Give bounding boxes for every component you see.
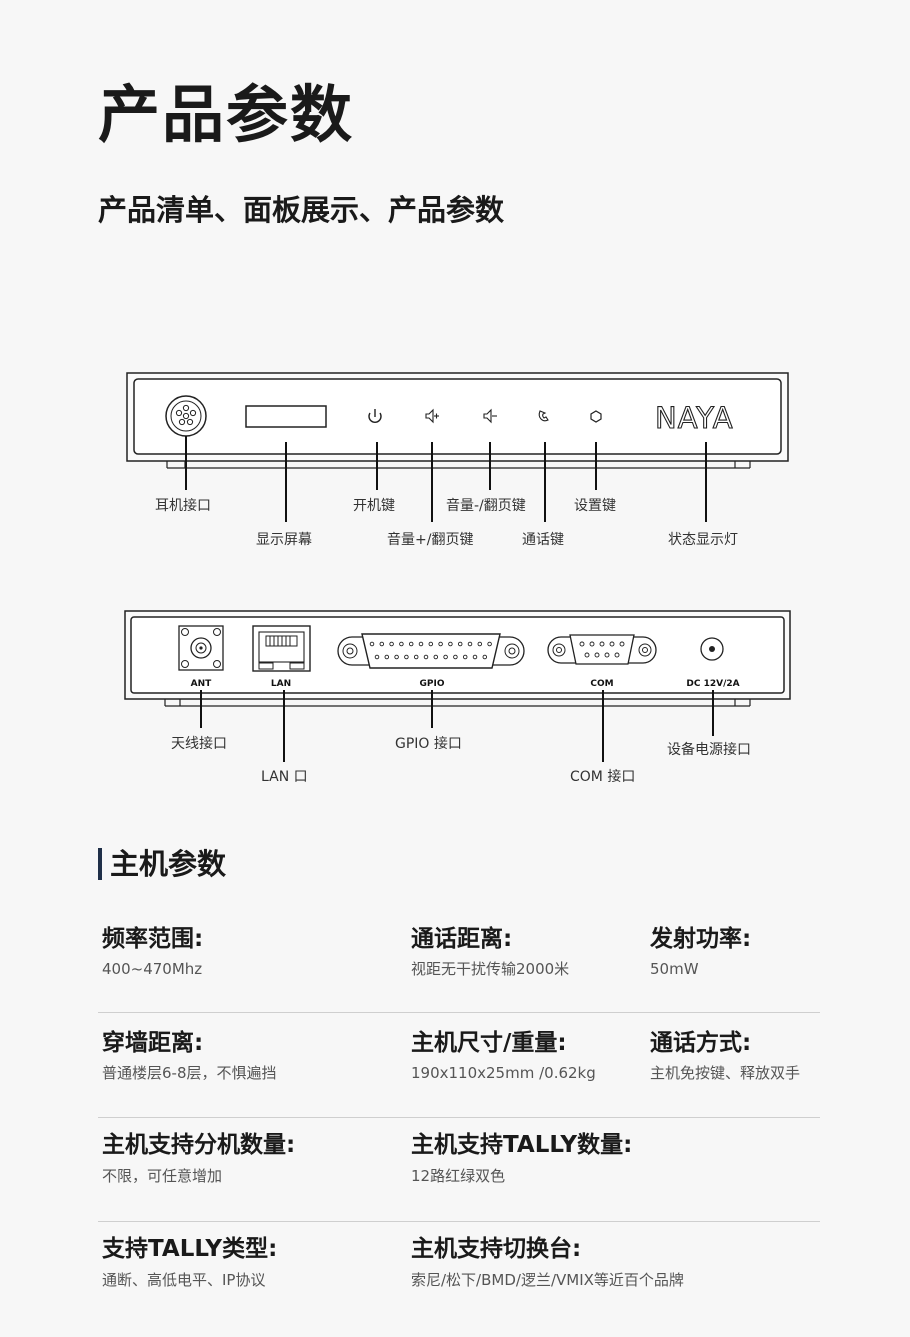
port-label-lan: LAN [271, 679, 291, 689]
com-pin [614, 652, 620, 658]
gpio-pin [399, 641, 404, 647]
lan-port-icon [252, 625, 311, 672]
spec-label: 主机支持TALLY数量: [411, 1132, 633, 1158]
spec-value: 主机免按键、释放双手 [650, 1064, 801, 1082]
callout-status-light: 状态显示灯 [668, 532, 738, 548]
callout-com-port: COM 接口 [570, 769, 636, 785]
svg-text:NAYA: NAYA [655, 401, 734, 435]
spec-label: 主机尺寸/重量: [411, 1030, 567, 1056]
com-pin [619, 641, 625, 647]
page-title: 产品参数 [98, 78, 355, 151]
callout-volume-up-key: 音量+/翻页键 [387, 532, 474, 548]
gpio-pin [384, 654, 390, 660]
gpio-pin [438, 641, 443, 647]
front-panel-drawing: NAYA [126, 372, 789, 522]
antenna-port-icon [178, 625, 224, 671]
gpio-pin [394, 654, 399, 660]
callout-volume-down-key: 音量-/翻页键 [446, 498, 526, 514]
com-port-icon [547, 634, 657, 665]
callout-talk-key: 通话键 [522, 532, 564, 548]
spec-value: 普通楼层6-8层，不惧遍挡 [102, 1064, 277, 1082]
spec-label: 主机支持分机数量: [102, 1132, 296, 1158]
gpio-pin [482, 654, 488, 660]
section-accent-bar [98, 848, 102, 880]
row-divider [98, 1117, 820, 1118]
callout-power-port: 设备电源接口 [667, 742, 751, 758]
spec-label: 主机支持切换台: [411, 1236, 582, 1262]
gpio-pin [408, 641, 414, 647]
callout-settings-key: 设置键 [574, 498, 616, 514]
port-label-com: COM [590, 679, 613, 689]
gpio-pin [389, 641, 394, 647]
row-divider [98, 1012, 820, 1013]
gpio-pin [467, 641, 473, 647]
display-screen [245, 405, 327, 428]
gpio-pin [457, 641, 463, 647]
spec-label: 通话距离: [411, 926, 513, 952]
dc-power-port-icon [700, 637, 724, 661]
com-pin [604, 652, 610, 658]
page-subtitle: 产品清单、面板展示、产品参数 [98, 193, 505, 227]
gpio-pin [443, 654, 448, 660]
gpio-pin [477, 641, 483, 647]
volume-up-icon [425, 408, 439, 424]
com-pin [584, 652, 590, 658]
spec-label: 支持TALLY类型: [102, 1236, 278, 1262]
front-panel-diagram: NAYA 耳机接口 显示屏幕 开机键 音量+/翻页键 音量-/翻页键 通话键 设… [0, 360, 910, 560]
gpio-pin [462, 654, 468, 660]
spec-value: 12路红绿双色 [411, 1167, 506, 1185]
callout-lan-port: LAN 口 [261, 769, 308, 785]
com-pin [594, 652, 600, 658]
gpio-pin [448, 641, 453, 647]
spec-value: 400~470Mhz [102, 960, 203, 978]
com-pin [589, 641, 595, 647]
port-label-gpio: GPIO [420, 679, 445, 689]
rear-panel-diagram: ANT LAN GPIO COM DC 12V/2A 天线接口 LAN 口 GP… [0, 600, 910, 800]
callout-antenna-port: 天线接口 [171, 736, 227, 752]
spec-value: 通断、高低电平、IP协议 [102, 1271, 266, 1289]
volume-down-icon [483, 408, 497, 424]
headset-connector-icon [165, 395, 207, 437]
spec-label: 发射功率: [650, 926, 752, 952]
gpio-pin [423, 654, 429, 660]
com-pin [599, 641, 605, 647]
callout-headset-port: 耳机接口 [155, 498, 211, 514]
port-label-ant: ANT [191, 679, 212, 689]
row-divider [98, 1221, 820, 1222]
spec-label: 通话方式: [650, 1030, 752, 1056]
spec-label: 频率范围: [102, 926, 204, 952]
talk-icon [538, 410, 549, 422]
com-pin [609, 641, 615, 647]
com-pin [579, 641, 585, 647]
gpio-port-icon [337, 633, 525, 669]
section-title: 主机参数 [110, 847, 227, 881]
gpio-pin [413, 654, 419, 660]
spec-value: 不限，可任意增加 [102, 1167, 223, 1185]
spec-value: 190x110x25mm /0.62kg [411, 1064, 596, 1082]
brand-logo: NAYA [654, 400, 734, 435]
gpio-pin [487, 641, 492, 647]
rear-panel-drawing: ANT LAN GPIO COM DC 12V/2A [124, 610, 791, 762]
spec-value: 视距无干扰传输2000米 [411, 960, 570, 978]
gpio-pin [418, 641, 424, 647]
settings-icon [590, 410, 602, 423]
gpio-pin [379, 641, 385, 647]
power-icon [368, 409, 382, 423]
gpio-pin [453, 654, 458, 660]
gpio-pin [428, 641, 434, 647]
callout-display-screen: 显示屏幕 [256, 532, 312, 548]
spec-value: 50mW [650, 960, 699, 978]
port-label-dc: DC 12V/2A [686, 679, 739, 689]
gpio-pin [404, 654, 409, 660]
spec-label: 穿墙距离: [102, 1030, 204, 1056]
gpio-pin [374, 654, 380, 660]
gpio-pin [369, 641, 375, 647]
spec-value: 索尼/松下/BMD/逻兰/VMIX等近百个品牌 [411, 1271, 684, 1289]
callout-power-key: 开机键 [353, 498, 395, 514]
gpio-pin [472, 654, 478, 660]
gpio-pin [433, 654, 439, 660]
callout-gpio-port: GPIO 接口 [395, 736, 462, 752]
